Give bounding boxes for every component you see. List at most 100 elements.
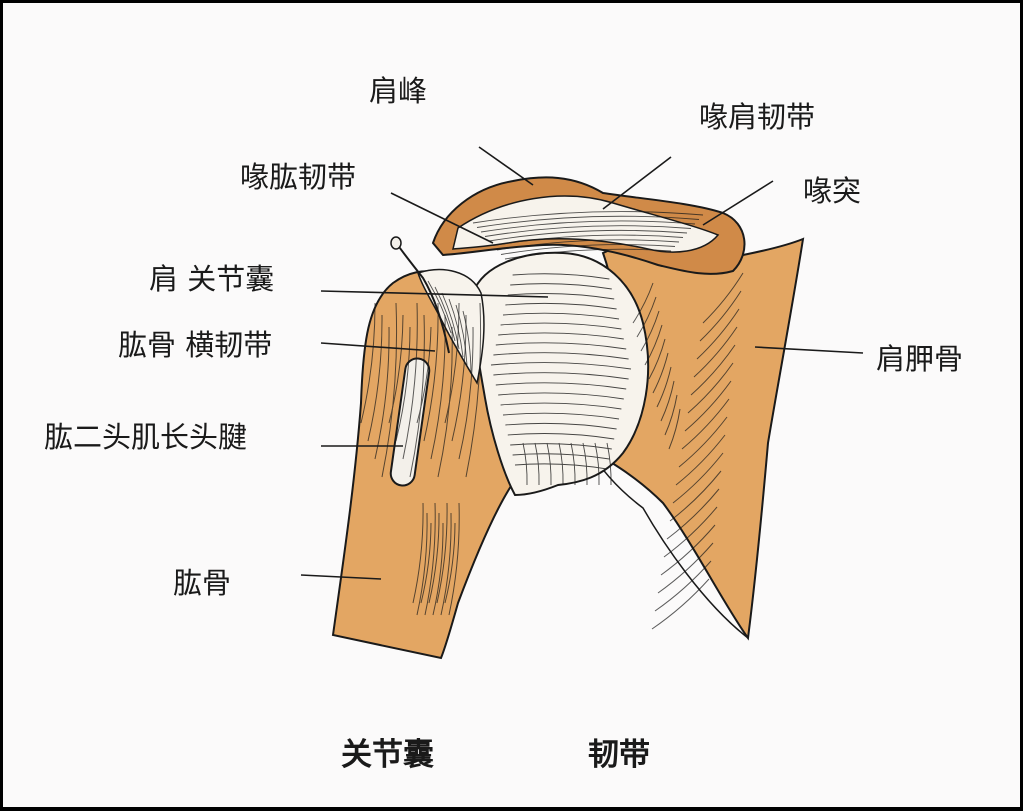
hatch-stroke bbox=[678, 416, 728, 468]
hatch-stroke bbox=[409, 314, 425, 478]
hatch-stroke bbox=[472, 211, 704, 224]
hatch-stroke bbox=[699, 290, 742, 342]
hatch-stroke bbox=[640, 310, 660, 352]
leader-humerus bbox=[300, 574, 382, 580]
hatch-stroke bbox=[498, 332, 624, 340]
hatch-stroke bbox=[500, 244, 676, 255]
label-coracohumeral-ligament: 喙肱韧带 bbox=[240, 160, 356, 194]
hatch-stroke bbox=[395, 326, 411, 442]
hatch-stroke bbox=[412, 502, 424, 604]
label-biceps-tendon: 肱二头肌长头腱 bbox=[44, 420, 247, 454]
hatch-stroke bbox=[416, 512, 428, 616]
hatch-stroke bbox=[493, 352, 629, 360]
hatch-stroke bbox=[654, 560, 712, 612]
leader-transverse-humeral-ligament bbox=[320, 342, 436, 352]
hatch-stroke bbox=[684, 380, 732, 432]
hatch-stroke bbox=[500, 322, 622, 330]
hatch-stroke bbox=[476, 215, 700, 228]
hatch-stroke bbox=[668, 408, 681, 450]
hatch-stroke bbox=[666, 488, 720, 540]
hatch-stroke bbox=[492, 234, 684, 246]
hatch-stroke bbox=[462, 310, 472, 374]
hatch-stroke bbox=[606, 442, 612, 486]
hatch-stroke bbox=[660, 524, 716, 576]
hatch-stroke bbox=[648, 338, 666, 380]
hatch-stroke bbox=[651, 578, 710, 630]
hatch-stroke bbox=[632, 282, 654, 324]
label-joint-capsule: 肩 关节囊 bbox=[149, 262, 274, 296]
hatch-stroke bbox=[465, 302, 482, 478]
hatch-stroke bbox=[505, 422, 617, 430]
ligament-hatching bbox=[427, 211, 704, 374]
hatch-stroke bbox=[672, 452, 724, 504]
hatch-stroke bbox=[451, 314, 467, 442]
hatch-stroke bbox=[388, 314, 404, 424]
shoulder-joint-diagram: 肩峰 喙肩韧带 喙突 喙肱韧带 肩 关节囊 肱骨 横韧带 肱二头肌长头腱 肩胛骨… bbox=[44, 74, 963, 773]
hatch-stroke bbox=[424, 502, 436, 616]
diagram-canvas: 肩峰 喙肩韧带 喙突 喙肱韧带 肩 关节囊 肱骨 横韧带 肱二头肌长头腱 肩胛骨… bbox=[3, 3, 1020, 807]
hatch-stroke bbox=[420, 522, 432, 604]
hatch-stroke bbox=[455, 304, 468, 366]
hatch-stroke bbox=[428, 512, 440, 604]
hatch-stroke bbox=[594, 442, 600, 486]
hatch-stroke bbox=[510, 443, 612, 450]
hatch-stroke bbox=[696, 308, 740, 360]
hatch-stroke bbox=[480, 220, 696, 233]
hatch-stroke bbox=[687, 362, 734, 414]
hatch-stroke bbox=[644, 324, 663, 366]
hatch-stroke bbox=[512, 273, 610, 280]
hatch-stroke bbox=[500, 402, 622, 410]
hatch-stroke bbox=[514, 463, 608, 470]
hatch-stroke bbox=[570, 442, 576, 486]
capsule-hatching bbox=[490, 273, 632, 486]
hatch-stroke bbox=[488, 229, 688, 242]
hatch-stroke bbox=[702, 272, 744, 324]
hatch-stroke bbox=[374, 326, 390, 460]
hatch-stroke bbox=[495, 382, 627, 390]
leader-coracoid-process bbox=[702, 180, 774, 226]
label-acromion: 肩峰 bbox=[369, 74, 427, 108]
hatch-stroke bbox=[690, 344, 736, 396]
hatch-stroke bbox=[490, 362, 632, 370]
hatch-stroke bbox=[441, 292, 460, 350]
hatch-stroke bbox=[498, 392, 624, 400]
hatch-stroke bbox=[432, 522, 444, 616]
hatch-stroke bbox=[381, 302, 398, 478]
bone-hatching bbox=[360, 272, 744, 630]
hatch-stroke bbox=[495, 342, 627, 350]
leader-acromion bbox=[478, 146, 534, 186]
hatch-stroke bbox=[448, 298, 464, 358]
hatch-stroke bbox=[664, 394, 678, 436]
hatch-stroke bbox=[582, 442, 588, 486]
label-transverse-humeral-ligament: 肱骨 横韧带 bbox=[118, 328, 272, 362]
hatch-stroke bbox=[510, 283, 612, 290]
hatch-stroke bbox=[444, 522, 456, 604]
hatch-stroke bbox=[493, 372, 629, 380]
hatch-stroke bbox=[423, 302, 439, 442]
hatch-stroke bbox=[546, 442, 552, 486]
hatch-stroke bbox=[360, 302, 376, 424]
hatch-stroke bbox=[522, 442, 528, 486]
hatch-stroke bbox=[669, 470, 722, 522]
hatch-stroke bbox=[484, 225, 692, 237]
hatch-stroke bbox=[507, 293, 615, 300]
leader-coracohumeral-ligament bbox=[390, 192, 494, 244]
hatch-stroke bbox=[505, 302, 617, 310]
hatch-stroke bbox=[636, 296, 657, 338]
leader-scapula bbox=[754, 346, 864, 354]
hatch-stroke bbox=[663, 506, 718, 558]
hatch-stroke bbox=[660, 380, 675, 422]
label-coracoid-process: 喙突 bbox=[803, 174, 861, 208]
hatch-stroke bbox=[681, 398, 730, 450]
hatch-stroke bbox=[657, 542, 714, 594]
hatch-stroke bbox=[434, 286, 456, 342]
scapula-neck-shape bbox=[587, 447, 749, 639]
hatch-stroke bbox=[502, 312, 620, 320]
caption-joint-capsule: 关节囊 bbox=[341, 737, 434, 773]
hatch-stroke bbox=[656, 366, 672, 408]
hatch-stroke bbox=[416, 326, 432, 424]
hatch-stroke bbox=[440, 512, 452, 616]
hatch-stroke bbox=[402, 302, 418, 460]
hatch-stroke bbox=[558, 442, 564, 486]
